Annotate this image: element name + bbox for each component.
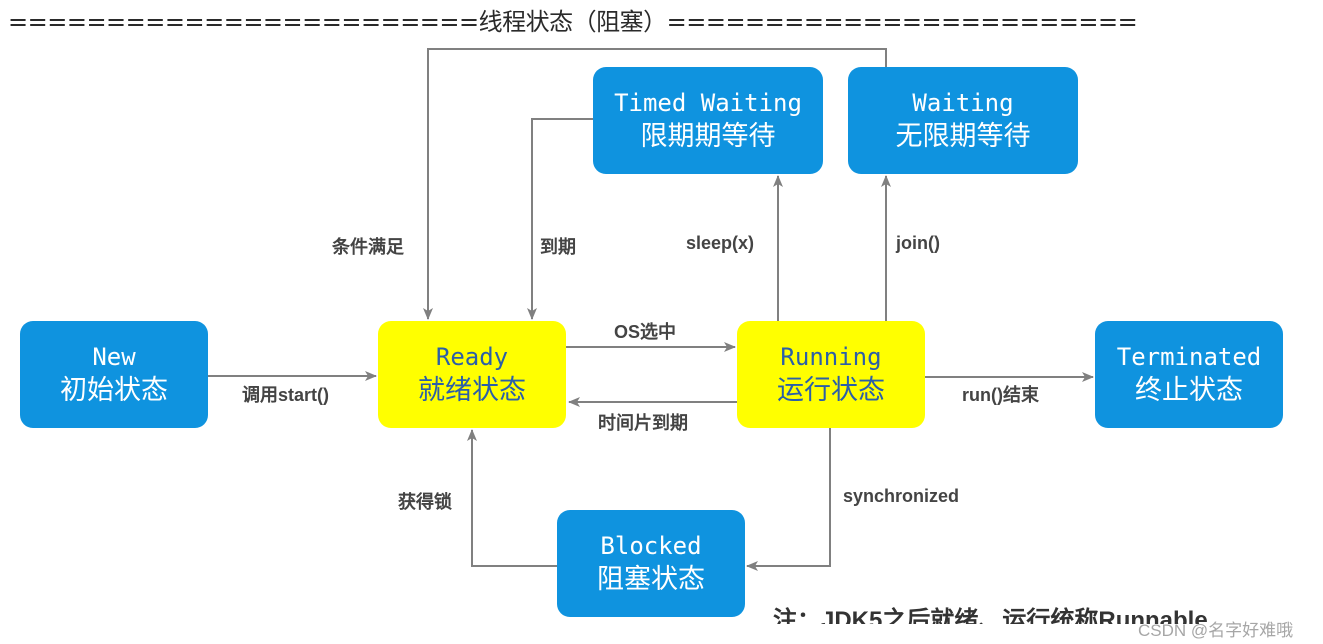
edge-waiting-to-ready	[423, 48, 887, 320]
state-ready-en: Ready	[435, 342, 509, 371]
edge-timed-to-ready	[527, 118, 593, 320]
state-new-zh: 初始状态	[60, 374, 168, 406]
state-timed-waiting-en: Timed Waiting	[614, 88, 802, 117]
state-blocked: Blocked 阻塞状态	[557, 510, 745, 617]
state-blocked-zh: 阻塞状态	[597, 563, 705, 595]
state-timed-waiting: Timed Waiting 限期期等待	[593, 67, 823, 174]
state-new-en: New	[92, 342, 136, 371]
label-running-to-waiting: join()	[896, 233, 940, 253]
state-running-zh: 运行状态	[777, 374, 885, 406]
watermark: CSDN @名字好难哦	[1138, 621, 1294, 640]
state-ready: Ready 就绪状态	[378, 321, 566, 428]
state-timed-waiting-zh: 限期期等待	[640, 120, 776, 152]
label-blocked-to-ready: 获得锁	[398, 492, 452, 512]
state-ready-zh: 就绪状态	[418, 374, 526, 406]
state-terminated: Terminated 终止状态	[1095, 321, 1283, 428]
state-waiting-zh: 无限期等待	[895, 120, 1031, 152]
state-terminated-en: Terminated	[1116, 342, 1262, 371]
state-terminated-zh: 终止状态	[1135, 374, 1243, 406]
label-waiting-to-ready: 条件满足	[332, 237, 404, 257]
label-running-to-ready: 时间片到期	[598, 413, 688, 433]
label-running-to-blocked: synchronized	[843, 486, 960, 506]
edge-blocked-to-ready	[467, 429, 557, 567]
label-running-to-terminated: run()结束	[962, 385, 1039, 405]
edge-running-to-blocked	[746, 428, 831, 571]
state-new: New 初始状态	[20, 321, 208, 428]
state-waiting: Waiting 无限期等待	[848, 67, 1078, 174]
state-blocked-en: Blocked	[600, 531, 702, 560]
state-running: Running 运行状态	[737, 321, 925, 428]
state-waiting-en: Waiting	[912, 88, 1014, 117]
label-running-to-timed: sleep(x)	[686, 233, 755, 253]
state-running-en: Running	[780, 342, 882, 371]
footnote: 注：JDK5之后就绪、运行统称Runnable	[773, 607, 1208, 624]
label-ready-to-running: OS选中	[614, 322, 677, 342]
label-timed-to-ready: 到期	[540, 237, 576, 257]
label-new-to-ready: 调用start()	[242, 385, 330, 405]
diagram-title: ========================线程状态（阻塞）========…	[8, 8, 1138, 36]
